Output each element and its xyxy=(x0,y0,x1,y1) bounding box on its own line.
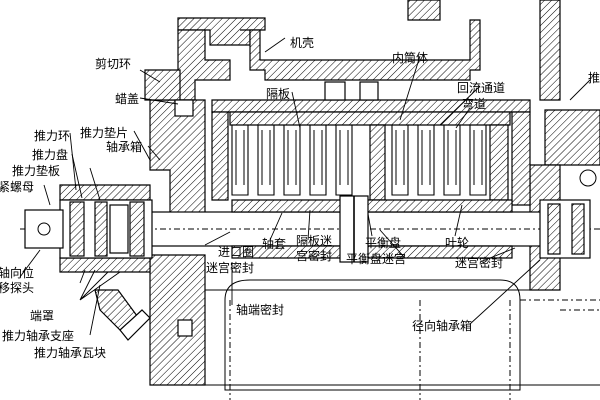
label-bend: 弯道 xyxy=(462,96,486,111)
label-thrust-bearing-seat: 推力轴承支座 xyxy=(2,328,74,343)
label-return-channel: 回流通道 xyxy=(457,81,505,95)
label-thrust-ring: 推力环 xyxy=(34,129,70,143)
label-thrust-pad: 推力垫片 xyxy=(80,125,128,140)
impeller-stages xyxy=(229,111,511,201)
label-shear-ring: 剪切环 xyxy=(95,56,131,71)
leader-lines xyxy=(19,37,591,336)
radial-bearing-box xyxy=(539,169,597,259)
label-balance-labyrinth: 平衡盘迷宫 xyxy=(346,251,406,266)
label-right-edge: 推 xyxy=(588,71,600,85)
label-thrust-plate: 推力垫板 xyxy=(12,163,60,178)
label-thrust-disc: 推力盘 xyxy=(32,147,68,162)
label-shaft-end-seal: 轴端密封 xyxy=(236,302,284,317)
thrust-bearing-assembly xyxy=(24,184,153,341)
label-partition: 隔板 xyxy=(266,87,290,101)
inner-cylinder-block xyxy=(211,81,531,206)
label-partition-seal-1: 隔板迷 xyxy=(296,234,332,248)
label-labyrinth-seal-right: 迷宫密封 xyxy=(455,255,503,270)
label-balance-disc: 平衡盘 xyxy=(365,235,401,250)
label-impeller: 叶轮 xyxy=(445,236,469,250)
label-end-cover: 端罩 xyxy=(30,309,54,323)
label-bearing-box: 轴承箱 xyxy=(106,139,142,154)
label-partition-seal-2: 宫密封 xyxy=(296,248,332,263)
label-thrust-shoe: 推力轴承瓦块 xyxy=(34,345,106,360)
labels: 机壳 剪切环 蜡盖 推力垫片 轴承箱 推力环 推力盘 推力垫板 紧螺母 轴向位 … xyxy=(0,36,600,360)
label-axial-probe-2: 移探头 xyxy=(0,281,34,295)
lower-casing xyxy=(150,279,600,400)
label-cover: 蜡盖 xyxy=(115,92,139,106)
label-labyrinth-seal: 迷宫密封 xyxy=(206,260,254,275)
label-inlet-ring: 进口圈 xyxy=(218,245,254,259)
label-lock-nut: 紧螺母 xyxy=(0,180,34,194)
label-radial-bearing-box: 径向轴承箱 xyxy=(412,318,472,333)
label-axial-probe-1: 轴向位 xyxy=(0,265,34,280)
label-shaft-sleeve: 轴套 xyxy=(262,236,286,251)
label-casing: 机壳 xyxy=(290,36,314,50)
label-inner-cylinder: 内筒体 xyxy=(392,50,428,65)
